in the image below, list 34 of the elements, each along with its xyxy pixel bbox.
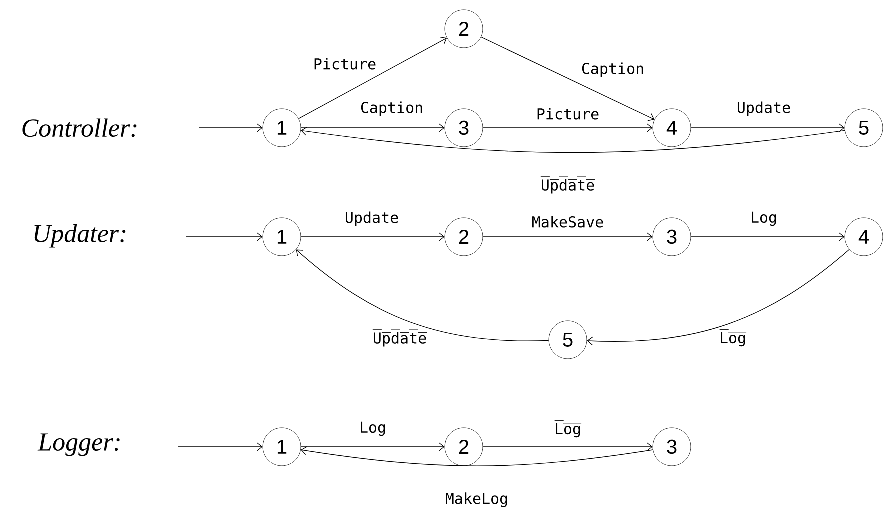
edge-label: U̅p̅d̅a̅t̅e̅: [372, 329, 428, 347]
arrow: [296, 250, 550, 342]
arrow: [298, 36, 448, 120]
edge-label: L̅o̅g̅: [554, 420, 582, 438]
arrow: [300, 124, 445, 132]
arrow: [690, 232, 845, 242]
edge-label: Picture: [538, 108, 599, 120]
edge-label: Update: [346, 212, 398, 226]
arrow: [300, 232, 445, 242]
edge-label: Caption: [361, 102, 422, 116]
arrow: [482, 232, 653, 242]
edge-label: Log: [361, 422, 386, 436]
arrow: [178, 442, 263, 452]
arrow: [587, 249, 850, 346]
arrow: [300, 446, 654, 466]
machine-name: Updater:: [34, 224, 126, 248]
edge-label: Update: [738, 102, 790, 116]
edge-label: L̅o̅g̅: [720, 329, 747, 347]
machine-name: Logger:: [38, 434, 120, 456]
arrow: [482, 124, 653, 132]
edge-label: Picture: [314, 58, 376, 70]
arrow: [301, 127, 846, 154]
arrow: [186, 232, 263, 242]
edge-label: MakeSave: [532, 216, 604, 228]
edge-label: U̅p̅d̅a̅t̅e̅: [540, 176, 596, 194]
edge-label: Caption: [582, 62, 644, 78]
machine-name: Controller:: [22, 118, 137, 138]
arrow: [300, 442, 445, 452]
edge-label: MakeLog: [446, 492, 508, 508]
arrow: [482, 442, 653, 452]
arrow: [480, 36, 655, 122]
edge-label: Log: [752, 212, 776, 226]
arrow: [198, 124, 263, 132]
arrow: [690, 124, 845, 132]
